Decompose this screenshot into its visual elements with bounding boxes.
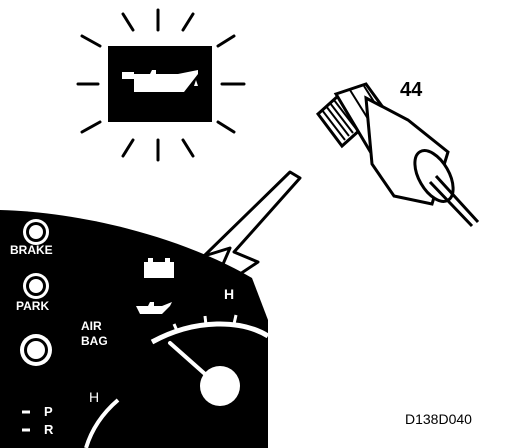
battery-icon [144,258,174,278]
oil-warning-lamp [76,8,246,162]
instrument-cluster [0,210,270,448]
gauge-high-mark-top: H [224,286,235,302]
gear-letter-r: R [44,422,54,437]
gauge-high-mark-bottom: H [89,389,100,405]
figure-code-label: D138D040 [405,411,472,427]
temp-gauge-arc [84,398,120,448]
oil-pressure-sensor [315,82,480,228]
lamp-rays [76,8,246,162]
gauge-hub [200,366,240,406]
part-number-label: 44 [400,79,423,101]
brake-label: BRAKE [10,243,53,257]
brake-indicator [23,219,49,245]
gear-dashes [22,410,30,432]
park-indicator [23,273,49,299]
gauge-arc [150,321,270,345]
airbag-indicator [20,334,52,366]
airbag-label-line1: AIR [81,319,102,333]
gauge-ticks [172,314,238,334]
oil-can-icon [122,70,198,92]
gear-letter-p: P [44,404,53,419]
airbag-label-line2: BAG [81,334,108,348]
sensor-icon [315,82,480,228]
turbo-label: turbo [204,414,227,425]
cluster-oil-can-icon [136,302,172,314]
park-label: PARK [16,299,50,313]
